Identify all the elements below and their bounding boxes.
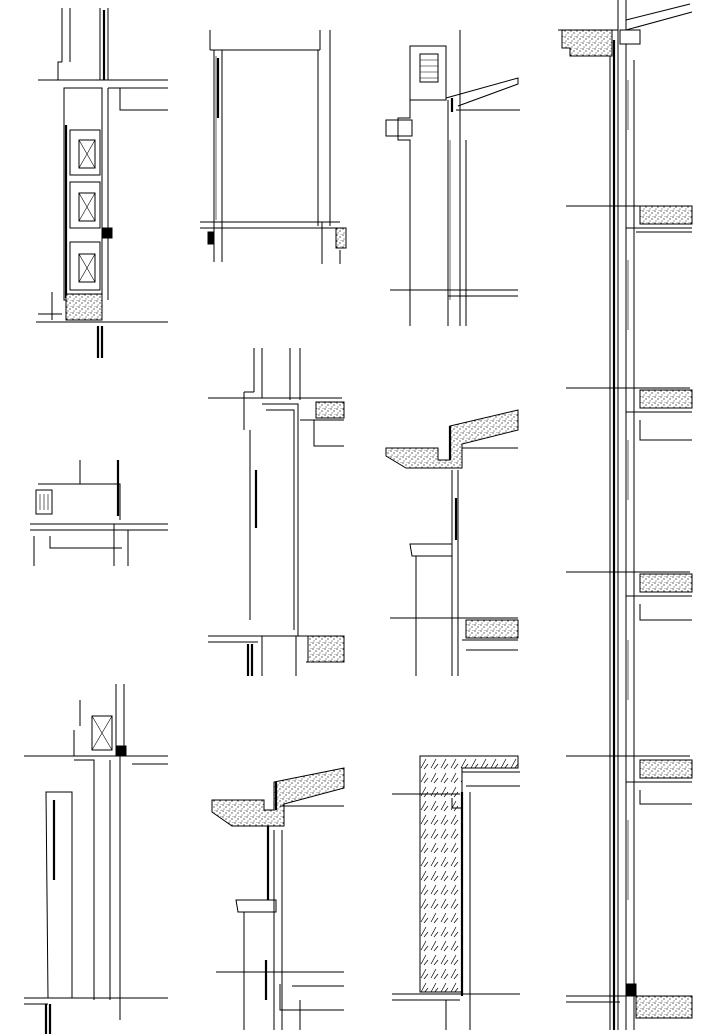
window-glazing-1 [78,139,96,283]
detail-section-9 [211,767,345,1030]
detail-section-4 [558,0,693,1030]
detail-section-1 [36,8,168,358]
detail-section-10 [392,755,520,1030]
detail-section-7 [385,409,519,676]
detail-section-3 [385,30,520,326]
detail-section-5 [30,460,168,566]
detail-section-6 [208,348,345,676]
detail-section-8 [24,684,168,1034]
detail-section-2 [200,30,347,264]
floor-slabs [635,205,693,1019]
